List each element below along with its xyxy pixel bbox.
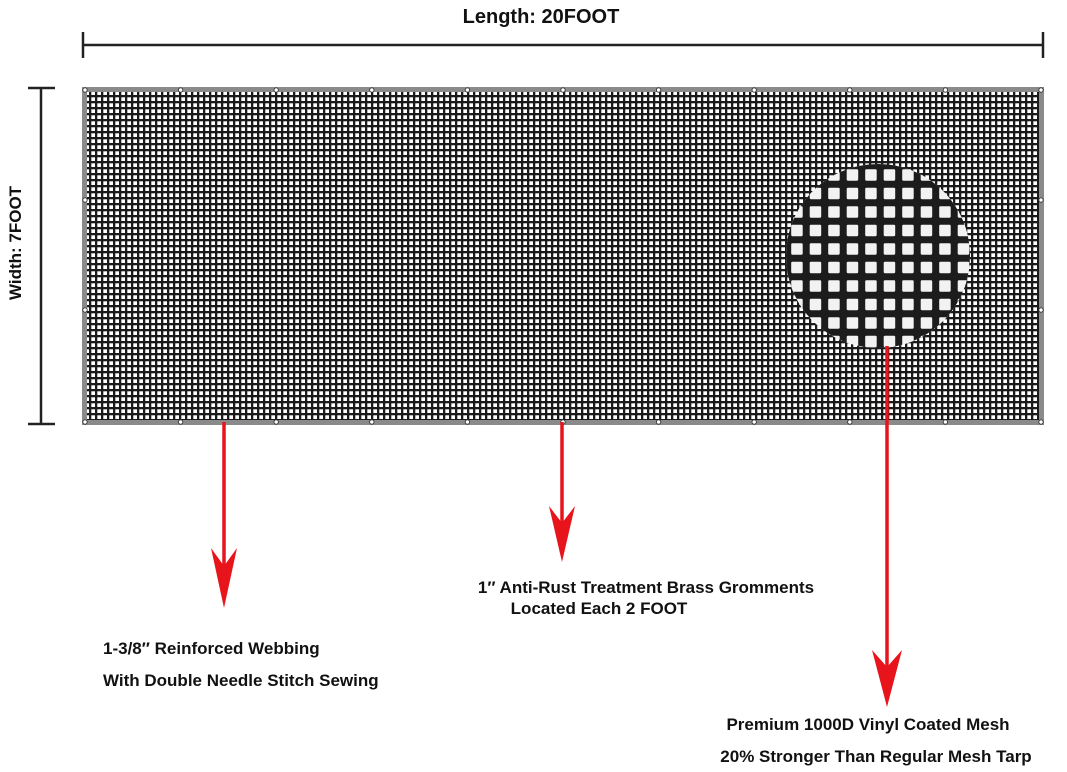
arrow-down-icon	[211, 422, 237, 608]
length-label: Length: 20FOOT	[463, 6, 620, 28]
grommet-icon	[82, 197, 88, 203]
grommet-icon	[1038, 307, 1044, 313]
mesh-callout-line2: 20% Stronger Than Regular Mesh Tarp	[720, 747, 1031, 766]
length-dimension	[81, 32, 1045, 58]
grommet-icon	[847, 87, 853, 93]
grommet-icon	[464, 419, 471, 425]
grommet-icon	[1038, 87, 1044, 93]
grommet-icon	[942, 419, 949, 425]
grommet-icon	[82, 307, 88, 313]
webbing-callout-line1: 1-3/8″ Reinforced Webbing	[103, 639, 320, 658]
grommet-icon	[655, 87, 662, 93]
grommet-icon	[560, 87, 566, 93]
grommet-icon	[82, 419, 88, 425]
grommet-icon	[751, 87, 757, 93]
width-label: Width: 7FOOT	[6, 185, 25, 300]
grommet-icon	[751, 419, 757, 425]
grommet-icon	[655, 419, 662, 425]
grommet-icon	[1038, 419, 1044, 425]
grommet-icon	[177, 419, 184, 425]
grommet-icon	[847, 419, 853, 425]
grommet-icon	[1038, 197, 1044, 203]
grommet-icon	[369, 419, 375, 425]
mesh-callout-line1: Premium 1000D Vinyl Coated Mesh	[726, 715, 1009, 734]
width-dimension	[28, 86, 55, 426]
grommet-row	[82, 87, 1044, 425]
arrow-down-icon	[549, 422, 575, 562]
grommet-icon	[942, 87, 949, 93]
grommet-icon	[273, 87, 279, 93]
grommet-icon	[369, 87, 375, 93]
grommets-callout-line2: Located Each 2 FOOT	[511, 599, 688, 618]
mesh-zoom-circle	[786, 164, 970, 348]
grommet-icon	[177, 87, 184, 93]
arrow-down-icon	[872, 346, 902, 707]
grommet-icon	[82, 87, 88, 93]
grommet-icon	[464, 87, 471, 93]
webbing-callout-line2: With Double Needle Stitch Sewing	[103, 671, 379, 690]
grommet-icon	[273, 419, 279, 425]
grommets-callout-line1: 1″ Anti-Rust Treatment Brass Gromments	[478, 578, 814, 597]
